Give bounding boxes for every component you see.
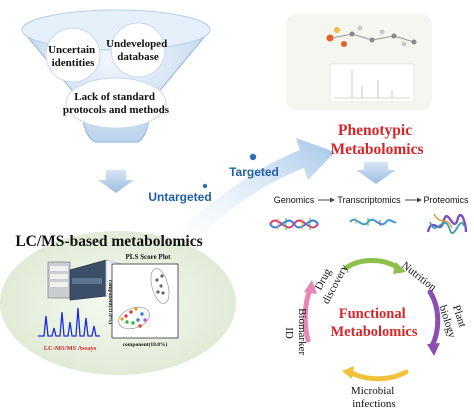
transcriptomics-label: Transcriptomics [337,195,401,205]
standard-protocols-bubble [65,77,167,129]
funnel-down-arrow [98,170,134,193]
pls-score-plot: PLS Score Plot component(18.8%) componen… [107,253,179,348]
targeted-label: Targeted [229,165,279,179]
pls-title: PLS Score Plot [126,253,172,261]
phenotypic-image [286,14,432,110]
svg-text:Plant biology: Plant biology [436,300,470,340]
chromatogram-trace [38,307,100,337]
cycle-arc-green [343,258,401,271]
svg-text:Drug discovery: Drug discovery [309,256,351,306]
challenges-funnel: Uncertain identities Undeveloped databas… [21,9,211,143]
lcms-panel: LC/MS-based metabolomics LC-MS/MS Assays… [0,231,236,375]
functional-cycle: Functional Metabolomics Drug discovery N… [283,256,470,410]
cycle-arrowhead-yellow [342,366,354,379]
nutrition-label: Nutrition [399,259,439,294]
pls-plot-frame [111,263,179,339]
cycle-arrowhead-purple [427,343,440,356]
undeveloped-database-line2: database [117,51,159,63]
standard-protocols-line1: Lack of standard [74,91,155,103]
proteomics-label: Proteomics [423,195,469,205]
uncertain-identities-line2: identities [52,57,95,69]
dna-icon [269,218,319,230]
uncertain-identities-line1: Uncertain [48,44,95,56]
untargeted-label: Untargeted [148,190,211,204]
svg-text:Lack of standard protoco: Lack of standard protocols and methods [63,91,170,116]
targeted-point [249,153,257,161]
microbial-infections-line2: infections [352,398,395,410]
rna-icon [349,218,397,226]
pls-cluster-gray [150,268,170,304]
cycle-arrowhead-green [393,262,406,274]
svg-text:Functional Metabolomics: Functional Metabolomics [331,306,418,340]
biomarker-id-line2: ID [283,327,295,339]
undeveloped-database-line1: Undeveloped [106,38,167,50]
lcms-assays-label: LC-MS/MS Assays [44,345,97,352]
svg-text:Undeveloped database: Undeveloped database [106,38,170,63]
pls-points [120,274,165,328]
functional-line2: Metabolomics [331,324,418,340]
svg-text:Uncertain identities: Uncertain identities [48,44,98,69]
cycle-arc-yellow [347,369,409,382]
pls-xlabel: component(18.8%) [123,341,168,348]
protein-icon [426,213,468,234]
uncertain-identities-bubble [45,27,101,83]
lcms-title: LC/MS-based metabolomics [15,233,202,250]
cycle-arrowhead-pink [304,280,317,294]
pls-ylabel: component(11.0%) [107,280,114,325]
phenotypic-line2: Metabolomics [331,141,424,158]
phenotypic-down-arrow [356,162,396,184]
biomarker-id-line1: Biomarker [296,308,308,355]
svg-text:Phenotypic Metabolomics: Phenotypic Metabolomics [331,122,424,158]
omics-row: Genomics Transcriptomics Proteomics [269,195,469,234]
svg-text:Microbial infections: Microbial infections [351,385,397,410]
phenotypic-line1: Phenotypic [338,122,412,139]
spectrum-thumbnail [329,63,415,103]
standard-protocols-line2: protocols and methods [63,104,170,116]
cycle-arc-purple [427,289,441,349]
molecule-structure [326,25,417,47]
cycle-arc-pink [302,287,313,343]
svg-text:Biomarker ID: Biomarker ID [283,308,308,358]
functional-line1: Functional [339,306,406,322]
pls-cluster-colored [118,306,150,330]
untargeted-to-targeted-arrow [168,138,335,246]
undeveloped-database-bubble [110,22,166,78]
microbial-infections-line1: Microbial [351,385,394,397]
genomics-label: Genomics [274,195,315,205]
untargeted-point [202,183,208,189]
